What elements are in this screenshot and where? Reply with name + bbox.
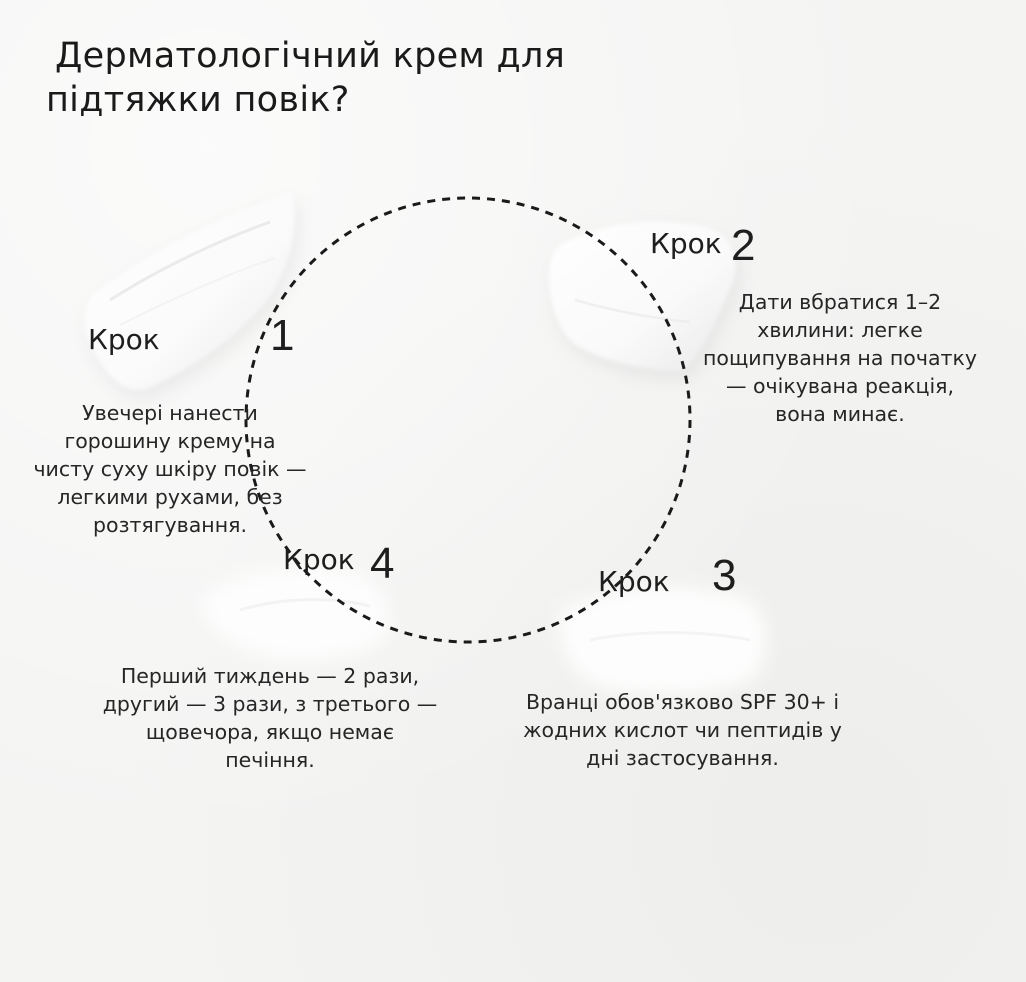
step-4-number: 4: [370, 539, 395, 588]
step-2-number: 2: [731, 221, 756, 270]
step-1-description: Увечері нанести горошину крему на чисту …: [33, 401, 307, 537]
step-3-label: Крок: [598, 565, 670, 598]
step-4-description: Перший тиждень — 2 рази, другий — 3 рази…: [102, 664, 438, 772]
title-line-1: Дерматологічний крем для: [55, 36, 566, 76]
dashed-cycle-circle: [244, 196, 692, 644]
step-2-label: Крок: [650, 227, 722, 260]
page-title: Дерматологічний крем для підтяжки повік?: [46, 34, 746, 122]
step-3-description: Вранці обов'язково SPF 30+ і жодних кисл…: [523, 690, 842, 770]
title-line-2: підтяжки повік?: [46, 80, 350, 120]
step-2-description: Дати вбратися 1–2 хвилини: легке пощипув…: [703, 290, 977, 426]
cream-smear-4: [200, 568, 389, 660]
step-4-label: Крок: [283, 543, 355, 576]
step-1-label: Крок: [88, 323, 160, 356]
cream-smear-1: [84, 192, 299, 399]
cream-smear-3: [559, 587, 767, 695]
cream-smear-2: [548, 221, 741, 380]
step-1-number: 1: [270, 311, 295, 360]
step-3-number: 3: [712, 551, 737, 600]
